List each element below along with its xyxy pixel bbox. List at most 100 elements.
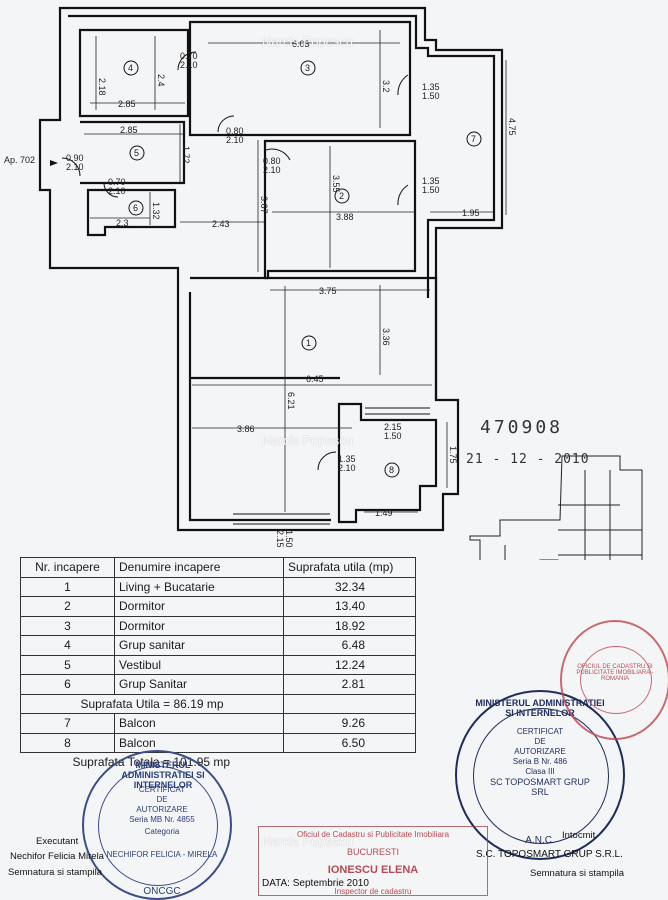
table-header: Nr. incapere [20,557,115,578]
table-cell: 6.48 [283,635,416,656]
executant-name: Nechifor Felicia Mirela [10,851,104,862]
room-label-3: 3 [305,63,310,73]
table-cell: 6 [20,674,115,695]
door-label: 1.50 [284,530,294,548]
room-label-7: 7 [471,134,476,144]
red-round-stamp [560,620,668,740]
table-row: 6 Grup Sanitar 2.81 [20,674,416,695]
useful-area-total: Suprafata Utila = 86.19 mp [20,693,284,714]
room-label-6: 6 [133,203,138,213]
total-area: Suprafata Totala = 101.95 mp [72,755,231,770]
room-area-table: Nr. incapere Denumire incapere Suprafata… [20,557,416,772]
door-label: 1.35 [422,82,440,92]
room-label-4: 4 [128,63,133,73]
dim-label: 2.3 [116,218,129,228]
table-cell: 2 [20,596,115,617]
dim-label: 1.75 [448,446,458,464]
dim-label: 3.67 [259,196,269,214]
right-stamp-firm: SC TOPOSMART GRUP SRL [490,777,590,797]
dim-label: 2.18 [97,78,107,96]
handwritten-date: 21 - 12 - 2010 [466,452,590,467]
left-round-stamp [82,750,232,900]
table-row: 7 Balcon 9.26 [20,713,416,734]
table-cell: 6.50 [283,732,416,753]
table-cell: 5 [20,654,115,675]
room-label-8: 8 [389,465,394,475]
door-label: 2.10 [263,165,281,175]
door-label: 2.15 [275,530,285,548]
dim-label: 1.72 [181,146,191,164]
dim-label: 2.85 [118,99,136,109]
dim-label: 1.49 [375,508,393,518]
table-row: 8 Balcon 6.50 [20,732,416,753]
right-signature-label: Semnatura si stampila [530,868,624,879]
cadastre-stamp-city: BUCURESTI [346,847,399,857]
dim-label: 6.21 [286,392,296,410]
right-stamp-aut: AUTORIZARE [514,747,566,756]
table-cell: 12.24 [283,654,416,675]
left-stamp-seria: Seria MB Nr. 4855 [129,815,195,824]
dim-label: 3.36 [381,328,391,346]
walls [38,6,504,532]
door-label: 2.15 [384,422,402,432]
door-label: 1.50 [422,185,440,195]
intocmit-label: Intocmit [562,830,596,841]
table-cell: 2.81 [283,674,416,695]
dim-label: 4.75 [507,118,517,136]
door-label: 2.10 [180,60,198,70]
dim-label: 6.03 [292,39,310,49]
table-cell: 1 [20,576,115,597]
red-stamp-text: OFICIUL DE CADASTRU SI PUBLICITATE IMOBI… [576,664,654,682]
cadastre-stamp-line1: Oficiul de Cadastru si Publicitate Imobi… [296,830,450,839]
door-label: 2.10 [66,162,84,172]
cadastre-stamp-box [258,826,488,896]
door-label: 2.10 [338,463,356,473]
table-header: Denumire incapere [114,557,284,578]
right-round-stamp [455,690,625,860]
left-stamp-code: ONCGC [143,886,181,897]
dimension-lines [84,30,507,513]
cadastre-stamp-role: Inspector de cadastru [334,887,412,896]
table-cell: Dormitor [114,596,284,617]
useful-area-total-row: Suprafata Utila = 86.19 mp [20,693,416,714]
dim-label: 1.32 [151,202,161,220]
dim-label: 2.85 [120,125,138,135]
watermark: Narcis Popescu [262,34,354,49]
dim-label: 2.43 [212,219,230,229]
room-number-circles [123,60,482,478]
table-cell: Balcon [114,732,284,753]
table-cell [283,693,416,714]
door-label: 1.35 [338,454,356,464]
table-cell: 8 [20,732,115,753]
total-area-row: Suprafata Totala = 101.95 mp [21,753,416,772]
door-label: 2.10 [226,135,244,145]
executant-label: Executant [36,836,79,847]
building-location-sketch [469,455,643,560]
handwritten-number: 470908 [480,417,564,438]
left-stamp-categ: Categoria [144,827,180,836]
watermark: Narcis Popescu [262,834,354,849]
door-label: 0.70 [108,177,126,187]
table-cell: Vestibul [114,654,284,675]
executant-signature-label: Semnatura si stampila [8,867,102,878]
door-label: 1.50 [384,431,402,441]
right-firm-name: S.C. TOPOSMART GRUP S.R.L. [476,849,623,860]
left-stamp-cert: CERTIFICAT [138,785,186,794]
left-stamp-de: DE [156,795,168,804]
right-stamp-de: DE [534,737,546,746]
right-stamp-ring-text: MINISTERUL ADMINISTRATIEI SI INTERNELOR [475,698,605,718]
door-swings [61,51,430,525]
dim-label: 6.45 [306,374,324,384]
table-header-row: Nr. incapere Denumire incapere Suprafata… [20,557,416,578]
table-cell: 18.92 [283,615,416,636]
right-stamp-anc: A.N.C. [525,835,555,846]
room-label-5: 5 [134,148,139,158]
dim-label: 3.55 [331,175,341,193]
dim-label: 3.75 [319,286,337,296]
table-header: Suprafata utila (mp) [283,557,416,578]
dim-label: 1.95 [462,208,480,218]
table-cell: Dormitor [114,615,284,636]
table-row: 1 Living + Bucatarie 32.34 [20,576,416,597]
door-label: 0.70 [180,51,198,61]
room-label-1: 1 [306,338,311,348]
